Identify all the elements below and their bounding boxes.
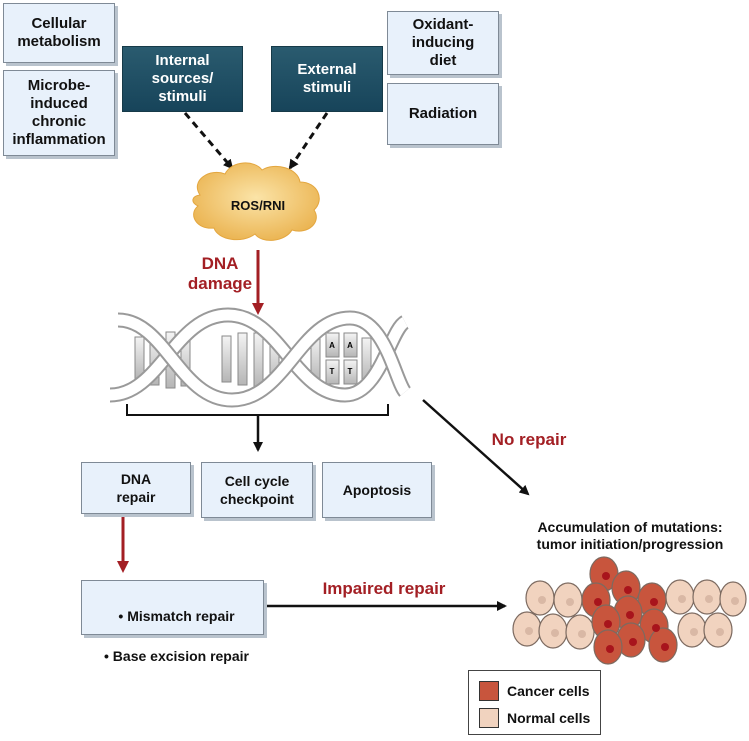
radiation-box: Radiation — [387, 83, 499, 145]
repair-type-label: Base excision repair — [112, 648, 249, 664]
response-bracket — [126, 404, 389, 416]
dna-base-letter: T — [330, 367, 335, 376]
internal-sources-box: Internal sources/ stimuli — [122, 46, 243, 112]
internal-to-ros-arrow — [183, 112, 234, 170]
legend-item-cancer: Cancer cells — [479, 681, 590, 701]
impaired-repair-label: Impaired repair — [322, 579, 446, 598]
normal-cell-swatch — [479, 708, 499, 728]
legend-item-normal: Normal cells — [479, 708, 590, 728]
repair-type-item: • Mismatch repair — [118, 608, 235, 624]
dna-repair-box: DNA repair — [81, 462, 191, 514]
repair-type-item: • Base excision repair — [104, 648, 249, 664]
dna-base-letter: A — [329, 341, 335, 350]
no-repair-label: No repair — [491, 430, 567, 449]
cancer-cell-swatch — [479, 681, 499, 701]
repair-type-label: Mismatch repair — [127, 608, 235, 624]
tumor-tissue — [512, 556, 747, 665]
microbe-inflammation-box: Microbe- induced chronic inflammation — [3, 70, 115, 156]
no-repair-arrow — [422, 399, 530, 496]
legend-label-cancer: Cancer cells — [507, 683, 590, 699]
dna-helix: A A T T — [109, 307, 412, 408]
dna-base-letter: T — [348, 367, 353, 376]
outcome-label: Accumulation of mutations: tumor initiat… — [536, 519, 724, 552]
oxidant-diet-box: Oxidant- inducing diet — [387, 11, 499, 75]
dna-base-letter: A — [347, 341, 353, 350]
ros-rni-label: ROS/RNI — [230, 198, 286, 213]
dna-damage-label: DNA damage — [187, 254, 253, 293]
ros-cloud — [192, 162, 320, 241]
cellular-metabolism-box: Cellular metabolism — [3, 3, 115, 63]
repair-types-box: • Mismatch repair • Base excision repair — [81, 580, 264, 664]
legend: Cancer cells Normal cells — [468, 670, 601, 735]
cell-cycle-checkpoint-box: Cell cycle checkpoint — [201, 462, 313, 518]
external-to-ros-arrow — [288, 112, 329, 170]
apoptosis-box: Apoptosis — [322, 462, 432, 518]
external-stimuli-box: External stimuli — [271, 46, 383, 112]
legend-label-normal: Normal cells — [507, 710, 591, 726]
